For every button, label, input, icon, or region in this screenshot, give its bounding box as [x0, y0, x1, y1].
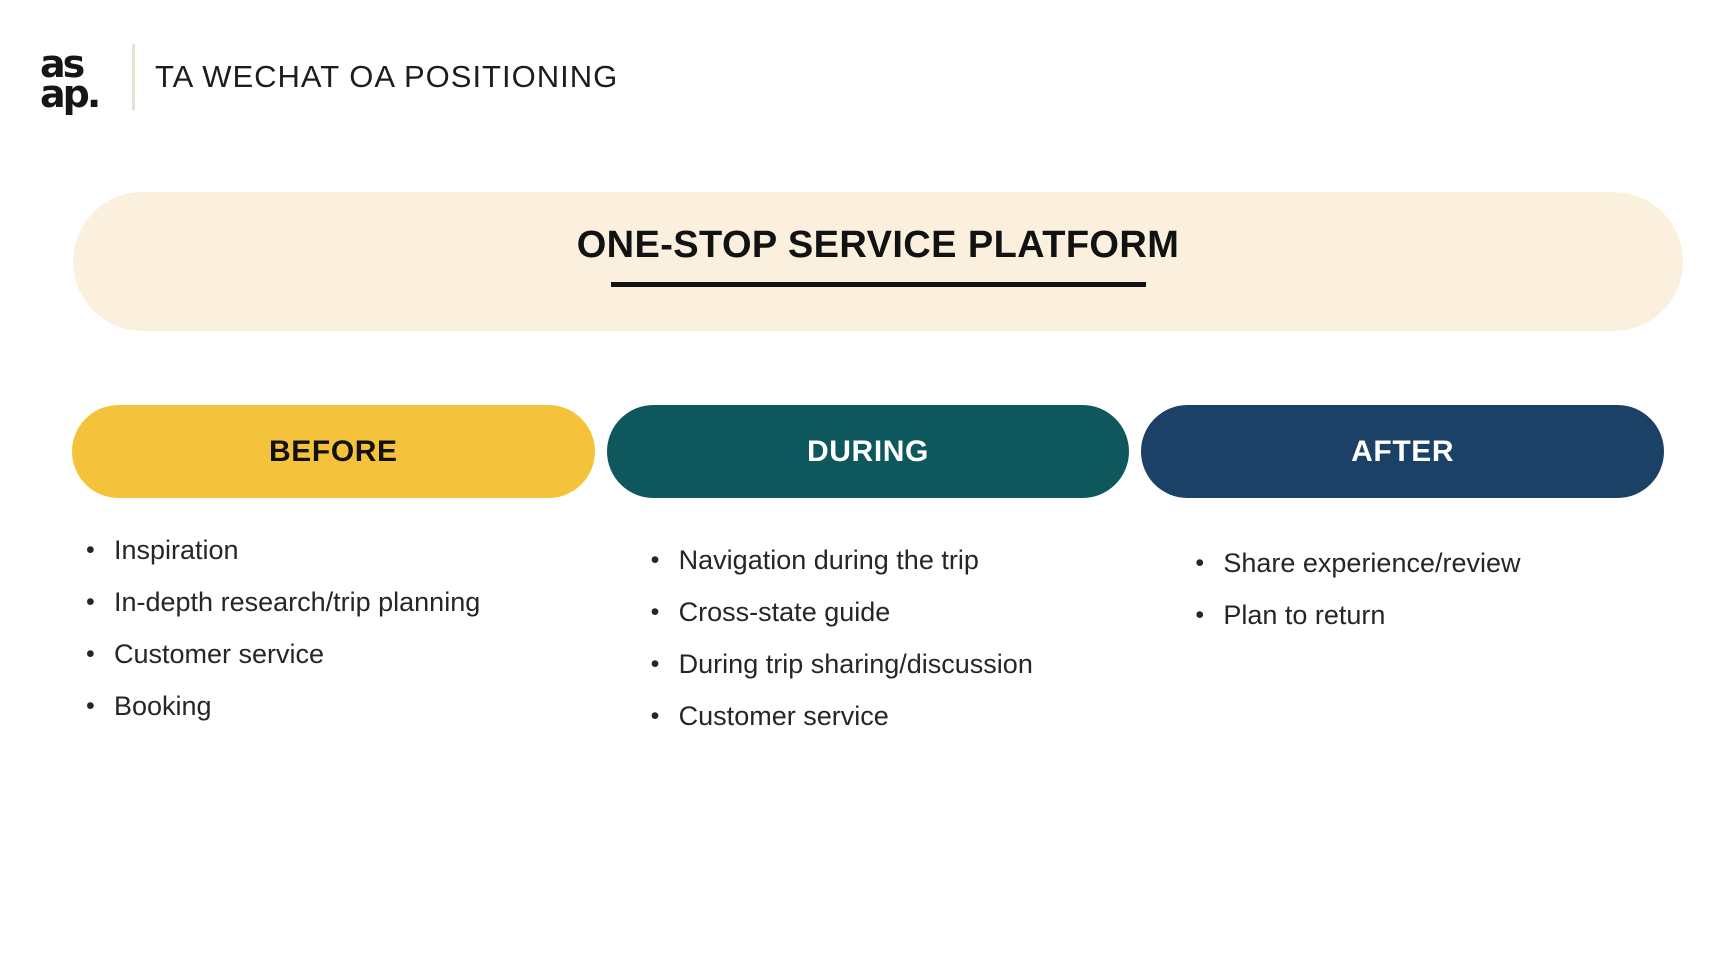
- list-item: Share experience/review: [1193, 548, 1664, 578]
- slide-title: TA WECHAT OA POSITIONING: [155, 59, 619, 94]
- phase-columns: BEFORE Inspiration In-depth research/tri…: [72, 405, 1665, 753]
- list-item: Plan to return: [1193, 600, 1664, 630]
- column-before: BEFORE Inspiration In-depth research/tri…: [72, 405, 595, 753]
- header-divider: [132, 44, 135, 110]
- list-item: Customer service: [84, 639, 595, 669]
- pill-before-label: BEFORE: [269, 434, 398, 468]
- column-after: AFTER Share experience/review Plan to re…: [1141, 405, 1665, 753]
- pill-before: BEFORE: [72, 405, 595, 498]
- pill-during: DURING: [606, 405, 1130, 498]
- list-item: Cross-state guide: [649, 597, 1130, 627]
- list-item: Inspiration: [84, 535, 595, 565]
- list-item: Booking: [84, 691, 595, 721]
- banner-underline: [610, 282, 1146, 287]
- list-item: Customer service: [649, 701, 1130, 731]
- list-item: During trip sharing/discussion: [649, 649, 1130, 679]
- one-stop-banner: ONE-STOP SERVICE PLATFORM: [73, 192, 1683, 331]
- pill-after-label: AFTER: [1351, 434, 1455, 468]
- slide-header: as ap. TA WECHAT OA POSITIONING: [40, 42, 619, 116]
- banner-title: ONE-STOP SERVICE PLATFORM: [576, 224, 1180, 266]
- pill-during-label: DURING: [807, 434, 929, 468]
- logo-text-top: as: [40, 42, 85, 86]
- asap-logo: as ap.: [40, 42, 124, 116]
- before-bullet-list: Inspiration In-depth research/trip plann…: [72, 535, 595, 721]
- list-item: In-depth research/trip planning: [84, 587, 595, 617]
- logo-text-bottom: ap.: [40, 72, 101, 116]
- column-during: DURING Navigation during the trip Cross-…: [606, 405, 1130, 753]
- after-bullet-list: Share experience/review Plan to return: [1141, 548, 1664, 630]
- pill-after: AFTER: [1141, 405, 1665, 498]
- during-bullet-list: Navigation during the trip Cross-state g…: [607, 545, 1130, 731]
- list-item: Navigation during the trip: [649, 545, 1130, 575]
